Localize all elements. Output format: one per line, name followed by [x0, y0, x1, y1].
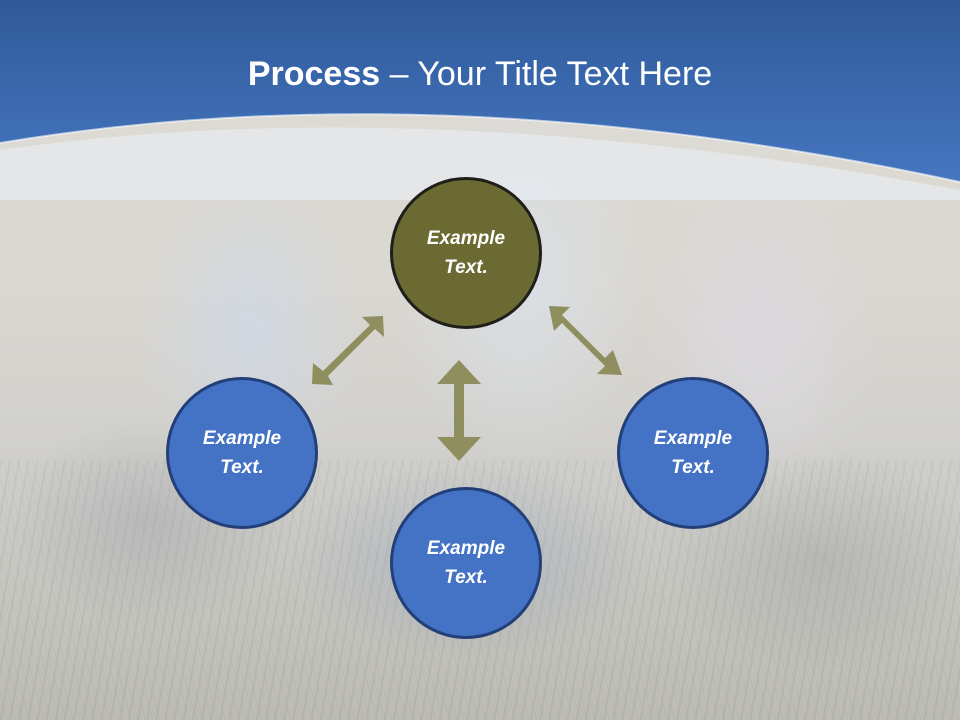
node-line-1: Example: [426, 538, 506, 559]
node-label: Example Text.: [411, 534, 521, 592]
node-line-2: Text.: [444, 257, 488, 278]
node-label: Example Text.: [638, 424, 748, 482]
node-label: Example Text.: [411, 224, 521, 282]
arrow-center-left: [312, 316, 384, 385]
node-line-2: Text.: [220, 457, 264, 478]
header-band: [0, 0, 960, 200]
node-label: Example Text.: [187, 424, 297, 482]
node-line-1: Example: [653, 428, 733, 449]
arrow-center-right: [549, 306, 622, 375]
process-node-bottom: Example Text.: [390, 487, 542, 639]
process-node-right: Example Text.: [617, 377, 769, 529]
page-title: Process – Your Title Text Here: [0, 52, 960, 96]
title-bold: Process: [247, 55, 381, 93]
process-node-left: Example Text.: [166, 377, 318, 529]
node-line-2: Text.: [444, 567, 488, 588]
node-line-1: Example: [202, 428, 282, 449]
title-rest: – Your Title Text Here: [380, 55, 713, 93]
arrow-center-bottom: [437, 360, 481, 461]
node-line-2: Text.: [671, 457, 715, 478]
node-line-1: Example: [426, 228, 506, 249]
process-node-center: Example Text.: [390, 177, 542, 329]
